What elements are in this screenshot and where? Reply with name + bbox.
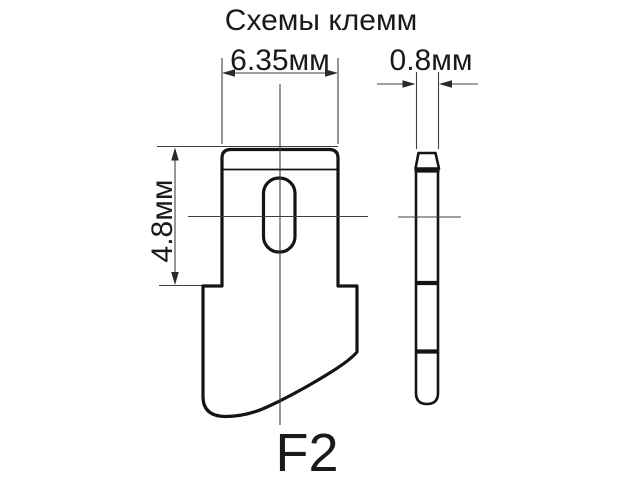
arrow-left-icon — [439, 80, 452, 88]
arrow-up-icon — [171, 147, 179, 161]
front-view: 6.35мм 4.8мм — [146, 44, 368, 425]
terminal-side-body — [414, 169, 440, 406]
arrow-down-icon — [171, 272, 179, 285]
height-dimension-label: 4.8мм — [146, 180, 179, 263]
terminal-type-label: F2 — [275, 423, 338, 480]
thickness-dimension-label: 0.8мм — [390, 44, 473, 77]
width-dimension-label: 6.35мм — [230, 44, 330, 77]
terminal-side-cap — [414, 151, 441, 170]
side-view: 0.8мм — [377, 44, 478, 406]
arrow-right-icon — [325, 69, 338, 77]
front-width-dimension: 6.35мм — [221, 44, 339, 144]
page-title: Схемы клемм — [225, 4, 417, 37]
arrow-left-icon — [222, 69, 235, 77]
arrow-right-icon — [402, 80, 416, 88]
terminal-slot-hole — [261, 176, 297, 254]
front-height-dimension: 4.8мм — [146, 145, 338, 287]
side-thickness-dimension: 0.8мм — [377, 44, 478, 149]
